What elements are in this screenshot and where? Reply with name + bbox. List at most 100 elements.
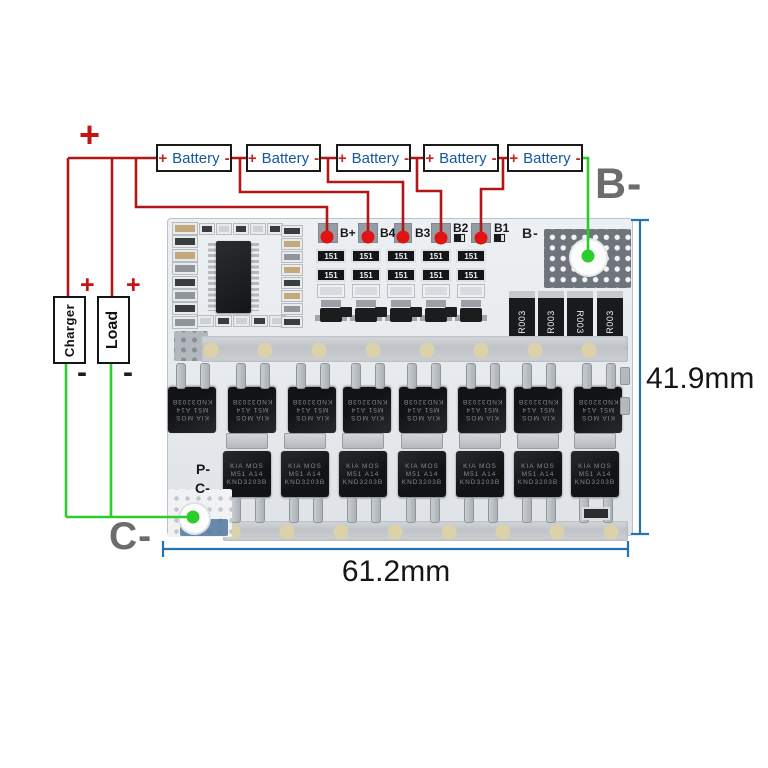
mosfet-leg xyxy=(176,363,186,389)
mosfet-leg xyxy=(406,497,416,523)
load-minus-label: - xyxy=(123,356,133,389)
mosfet-leg xyxy=(200,363,210,389)
sot23-transistor xyxy=(425,308,447,322)
mosfet-drain-tab xyxy=(401,433,443,449)
cell-resistor: 151 xyxy=(456,249,486,263)
ic-pins-right xyxy=(251,243,259,311)
battery-label: Battery xyxy=(523,149,571,167)
smd-chip xyxy=(281,316,303,328)
mosfet-leg xyxy=(606,363,616,389)
c-minus-label: C- xyxy=(109,515,153,558)
smd-chip xyxy=(251,315,268,327)
smd-chip xyxy=(250,223,266,235)
edge-leg xyxy=(620,367,630,385)
smd-chip xyxy=(172,289,198,302)
mosfet-leg xyxy=(522,363,532,389)
mosfet-leg xyxy=(430,497,440,523)
pad-b3 xyxy=(394,223,412,243)
charger-label: Charger xyxy=(62,303,78,357)
sot23-transistor xyxy=(355,308,377,322)
battery-minus-sign: - xyxy=(314,149,320,167)
mosfet-leg xyxy=(488,497,498,523)
smd-chip xyxy=(172,302,198,316)
mosfet-leg xyxy=(466,363,476,389)
b-minus-solder-hole[interactable] xyxy=(571,240,606,275)
smd-diode xyxy=(375,307,387,317)
mosfet-leg xyxy=(236,363,246,389)
mosfet-leg xyxy=(431,363,441,389)
mosfet-leg xyxy=(407,363,417,389)
battery-box-3: + Battery - xyxy=(336,144,411,172)
mosfet-leg xyxy=(546,363,556,389)
smd-diode xyxy=(410,307,422,317)
cell-resistor: 151 xyxy=(456,268,486,282)
smd-row-top xyxy=(199,223,285,235)
smd-chip xyxy=(172,235,198,249)
smd-pad xyxy=(461,300,481,307)
mosfet-drain-tab xyxy=(517,433,559,449)
mosfet-leg xyxy=(490,363,500,389)
smd-pad xyxy=(391,300,411,307)
battery-minus-sign: - xyxy=(491,149,497,167)
battery-plus-sign: + xyxy=(158,149,168,167)
smd-chip xyxy=(215,315,232,327)
smd-diode xyxy=(340,307,352,317)
smd-chip xyxy=(281,251,303,263)
smd-component-bottom-right xyxy=(582,507,610,520)
smd-chip xyxy=(281,290,303,302)
battery-plus-sign: + xyxy=(509,149,519,167)
mosfet-drain-tab xyxy=(574,433,616,449)
cell-resistor: 151 xyxy=(316,249,346,263)
smd-chip xyxy=(281,225,303,237)
battery-label: Battery xyxy=(439,149,487,167)
sot23-transistor xyxy=(390,308,412,322)
solder-strip-lower xyxy=(223,521,628,541)
smd-chip xyxy=(233,315,250,327)
mosfet-leg xyxy=(522,497,532,523)
mosfet-leg xyxy=(371,497,381,523)
silk-label-b-plus: B+ xyxy=(340,226,356,240)
smd-chip xyxy=(172,248,198,262)
smd-column-mid xyxy=(281,225,306,330)
control-ic xyxy=(216,241,251,313)
smd-chip xyxy=(233,223,249,235)
mosfet-leg xyxy=(296,363,306,389)
battery-label: Battery xyxy=(261,149,310,167)
mosfet-leg xyxy=(231,497,241,523)
battery-minus-sign: - xyxy=(575,149,581,167)
mosfet-leg xyxy=(260,363,270,389)
smd-row-below-ic xyxy=(197,315,288,327)
battery-label: Battery xyxy=(351,149,400,167)
edge-leg xyxy=(620,397,630,415)
smd-chip xyxy=(281,264,303,276)
diode-b2 xyxy=(453,233,466,243)
battery-minus-sign: - xyxy=(404,149,410,167)
led-component xyxy=(457,284,485,298)
battery-plus-sign: + xyxy=(337,149,347,167)
silk-label-b4: B4 xyxy=(380,226,396,240)
charger-plus-label: + xyxy=(80,271,95,299)
cell-resistor: 151 xyxy=(421,268,451,282)
smd-chip xyxy=(281,238,303,250)
silk-label-b2: B2 xyxy=(453,221,469,235)
battery-label: Battery xyxy=(172,149,220,167)
cell-resistor: 151 xyxy=(351,249,381,263)
smd-chip xyxy=(281,277,303,289)
led-component xyxy=(387,284,415,298)
b-minus-label: B- xyxy=(595,160,643,208)
smd-chip xyxy=(199,223,215,235)
smd-chip xyxy=(172,275,198,289)
charger-box: Charger xyxy=(53,296,86,364)
c-minus-solder-hole[interactable] xyxy=(180,504,209,533)
